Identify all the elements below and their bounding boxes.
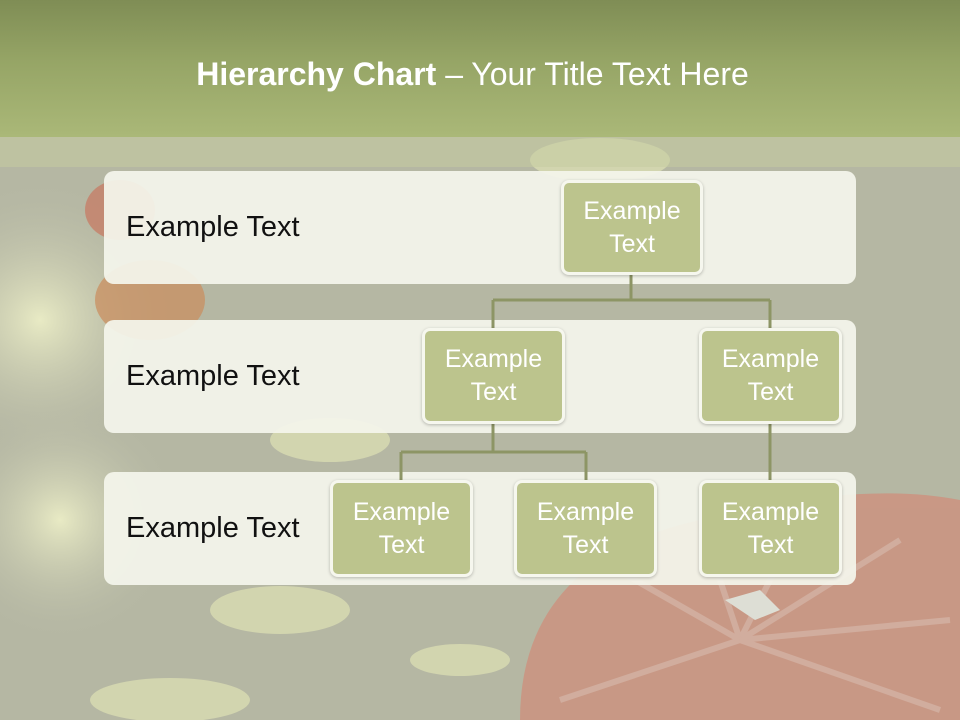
row-label-2: Example Text	[126, 360, 300, 392]
title-bar	[0, 0, 960, 137]
slide-title-rest: – Your Title Text Here	[436, 56, 749, 92]
node-level3-b[interactable]: Example Text	[514, 480, 657, 577]
title-bar-strip	[0, 137, 960, 167]
slide-title: Hierarchy Chart – Your Title Text Here	[0, 56, 945, 93]
row-label-1: Example Text	[126, 211, 300, 243]
node-level2-left[interactable]: Example Text	[422, 328, 565, 424]
slide-title-bold: Hierarchy Chart	[196, 56, 437, 92]
row-panel-1: Example Text	[104, 171, 856, 284]
node-root[interactable]: Example Text	[561, 180, 703, 275]
node-level2-right[interactable]: Example Text	[699, 328, 842, 424]
row-label-3: Example Text	[126, 512, 300, 544]
node-level3-a[interactable]: Example Text	[330, 480, 473, 577]
node-level3-c[interactable]: Example Text	[699, 480, 842, 577]
